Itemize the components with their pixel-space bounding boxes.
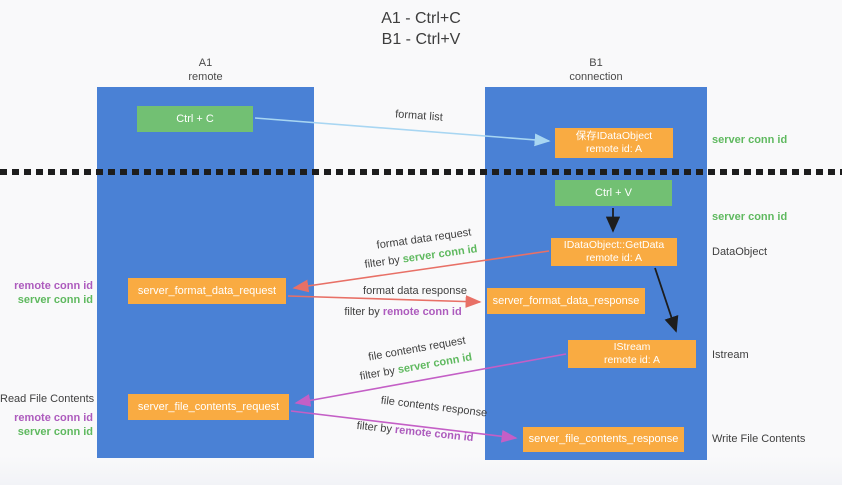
remote-conn-id-annotation-2: remote conn id bbox=[14, 412, 93, 424]
save-idataobject-line1: 保存IDataObject bbox=[575, 130, 653, 142]
file-response-label: server_file_contents_response bbox=[528, 433, 679, 445]
ctrl-v-node: Ctrl + V bbox=[555, 180, 672, 206]
istream-line2: remote id: A bbox=[603, 354, 661, 366]
server-conn-id-annotation-3: server conn id bbox=[17, 294, 93, 306]
server-format-data-request-node: server_format_data_request bbox=[128, 278, 286, 304]
lane-a-name: A1 bbox=[198, 57, 213, 69]
server-file-contents-request-node: server_file_contents_request bbox=[128, 394, 289, 420]
title-line-2: B1 - Ctrl+V bbox=[381, 31, 461, 48]
istream-annotation: Istream bbox=[712, 349, 749, 361]
save-idataobject-node: 保存IDataObject remote id: A bbox=[555, 128, 673, 158]
save-idataobject-line2: remote id: A bbox=[585, 143, 643, 155]
filter-by-text: filter by bbox=[356, 419, 396, 436]
file-request-label: server_file_contents_request bbox=[137, 400, 280, 413]
copy-paste-phase-separator bbox=[0, 169, 842, 175]
format-request-label: server_format_data_request bbox=[137, 284, 277, 297]
lane-a-role: remote bbox=[188, 71, 223, 83]
server-conn-id-annotation-2: server conn id bbox=[712, 211, 788, 223]
filter-by-text: filter by bbox=[358, 364, 399, 383]
format-list-label: format list bbox=[394, 108, 444, 124]
diagram-title: A1 - Ctrl+C B1 - Ctrl+V bbox=[0, 8, 842, 50]
lane-b-role: connection bbox=[569, 71, 623, 83]
remote-conn-id-key: remote conn id bbox=[394, 423, 474, 445]
remote-conn-id-key: remote conn id bbox=[382, 306, 462, 318]
format-data-response-label: format data response bbox=[363, 285, 467, 297]
format-data-response-filter-label: filter by remote conn id bbox=[338, 306, 468, 318]
dataobject-annotation: DataObject bbox=[712, 246, 768, 258]
filter-by-text: filter by bbox=[363, 253, 404, 271]
idataobject-getdata-node: IDataObject::GetData remote id: A bbox=[551, 238, 677, 266]
server-format-data-response-node: server_format_data_response bbox=[487, 288, 645, 314]
file-contents-response-label: file contents response bbox=[380, 394, 488, 420]
ctrl-c-node: Ctrl + C bbox=[137, 106, 253, 132]
server-conn-id-annotation-4: server conn id bbox=[17, 426, 93, 438]
istream-node: IStream remote id: A bbox=[568, 340, 696, 368]
lane-header-b1: B1 connection bbox=[485, 56, 707, 84]
server-file-contents-response-node: server_file_contents_response bbox=[523, 427, 684, 452]
write-file-contents-annotation: Write File Contents bbox=[712, 433, 806, 445]
ctrl-v-label: Ctrl + V bbox=[595, 186, 632, 199]
istream-line1: IStream bbox=[613, 341, 651, 353]
filter-by-text: filter by bbox=[344, 306, 383, 318]
file-contents-response-filter-label: filter by remote conn id bbox=[350, 419, 481, 445]
remote-conn-id-annotation-1: remote conn id bbox=[14, 280, 93, 292]
lane-header-a1: A1 remote bbox=[97, 56, 314, 84]
getdata-line2: remote id: A bbox=[585, 252, 643, 264]
read-file-contents-annotation: Read File Contents bbox=[0, 393, 95, 405]
server-conn-id-annotation-1: server conn id bbox=[712, 134, 788, 146]
format-response-label: server_format_data_response bbox=[492, 294, 640, 307]
lane-b-name: B1 bbox=[589, 57, 603, 69]
title-line-1: A1 - Ctrl+C bbox=[381, 10, 461, 27]
getdata-line1: IDataObject::GetData bbox=[563, 239, 665, 251]
ctrl-c-label: Ctrl + C bbox=[176, 112, 214, 125]
